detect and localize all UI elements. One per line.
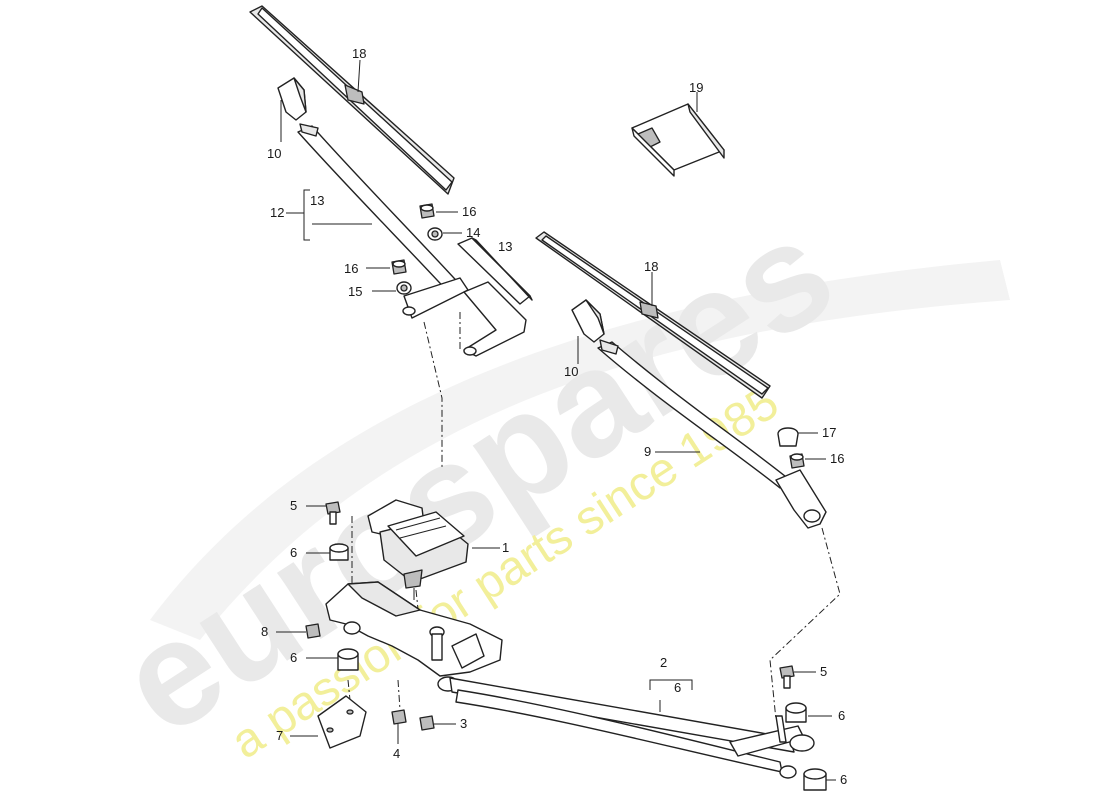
nut-3 [419, 715, 456, 731]
callout-1: 1 [502, 540, 509, 555]
callout-6-left-upper: 6 [290, 545, 297, 560]
callout-4: 4 [393, 746, 400, 761]
wiper-arm-upper [297, 123, 469, 319]
callout-18-upper: 18 [352, 46, 366, 61]
wiper-arm-lower [597, 339, 827, 529]
callout-17: 17 [822, 425, 836, 440]
bushing-6-right-lower [803, 768, 836, 791]
wiper-cap-upper [277, 77, 307, 142]
wiper-linkage-frame [325, 581, 815, 779]
watermark-swoosh [150, 260, 1010, 640]
callout-13-bracket: 13 [498, 239, 512, 254]
wiper-control-module [631, 92, 725, 177]
bolt-8 [276, 623, 321, 639]
callout-19: 19 [689, 80, 703, 95]
wiper-blade-lower [535, 231, 771, 399]
wiper-cap-lower [571, 299, 605, 364]
wiper-arm-bracket [457, 237, 533, 357]
nut-16-upper [419, 203, 458, 219]
callout-3: 3 [460, 716, 467, 731]
callout-12: 12 [270, 205, 284, 220]
group-bracket-12 [303, 189, 310, 241]
bushing-6-right-upper [785, 702, 832, 723]
callout-16-upper: 16 [462, 204, 476, 219]
callout-7: 7 [276, 728, 283, 743]
callout-8: 8 [261, 624, 268, 639]
nut-16-mid [366, 259, 407, 275]
callout-10-lower: 10 [564, 364, 578, 379]
bushing-6-left-upper [306, 543, 349, 561]
callout-2-sub-6: 6 [674, 680, 681, 695]
washer-15 [372, 281, 412, 295]
callout-14: 14 [466, 225, 480, 240]
callout-6-left-lower: 6 [290, 650, 297, 665]
callout-2: 2 [660, 655, 667, 670]
washer-14 [427, 227, 462, 241]
callout-5-left: 5 [290, 498, 297, 513]
cap-17 [777, 427, 818, 447]
bolt-5-left [306, 501, 341, 525]
bushing-6-left-lower [306, 648, 359, 671]
callout-5-right: 5 [820, 664, 827, 679]
watermark: eurospares a passion for parts since 198… [91, 185, 1010, 769]
callout-9: 9 [644, 444, 651, 459]
callout-13-upper: 13 [310, 193, 324, 208]
callout-15: 15 [348, 284, 362, 299]
callout-labels: 18 10 12 13 16 14 13 16 15 19 18 10 17 9… [261, 46, 847, 787]
bolt-5-right [779, 665, 816, 689]
mounting-bracket-7 [290, 695, 367, 749]
callout-16-lower: 16 [830, 451, 844, 466]
callout-10-upper: 10 [267, 146, 281, 161]
nut-16-lower [789, 453, 826, 469]
callout-6-right-lower: 6 [840, 772, 847, 787]
wiper-motor [367, 499, 500, 600]
callout-6-right-upper: 6 [838, 708, 845, 723]
bolt-4 [391, 709, 407, 744]
callout-18-lower: 18 [644, 259, 658, 274]
watermark-brand: eurospares [91, 185, 861, 766]
callout-16-mid: 16 [344, 261, 358, 276]
wiper-blade-upper [249, 5, 455, 195]
